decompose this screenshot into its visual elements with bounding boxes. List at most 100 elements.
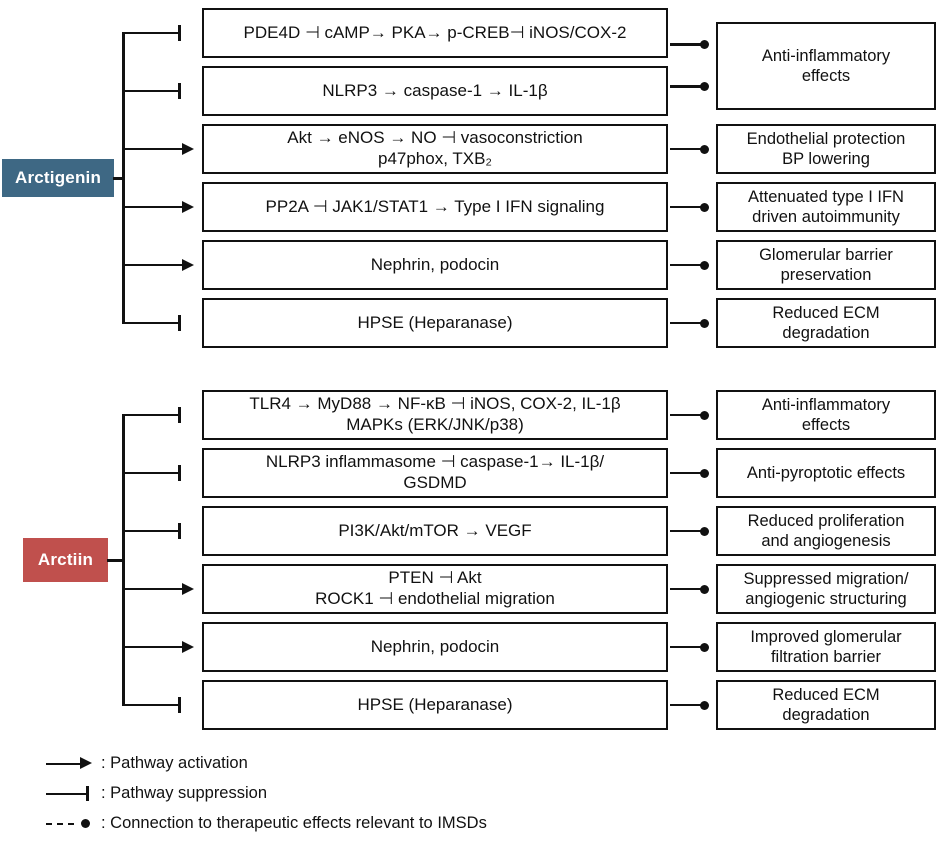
legend-label: : Connection to therapeutic effects rele… xyxy=(101,814,487,832)
pathway-connector xyxy=(122,638,194,656)
pathway-text: Nephrin, podocin xyxy=(370,254,500,274)
bracket-stub xyxy=(107,559,124,562)
pathway-text: NLRP3 inflammasome ⊣ caspase-1→ IL-1β/ xyxy=(265,452,605,472)
bracket-vertical-line xyxy=(122,33,125,323)
effect-box: Anti-inflammatory effects xyxy=(716,390,936,440)
activation-arrow-icon xyxy=(46,756,93,772)
effect-text: Anti-pyroptotic effects xyxy=(746,463,906,482)
suppression-tbar-icon xyxy=(46,786,93,802)
pathway-row: PDE4D ⊣ cAMP→ PKA→ p-CREB⊣ iNOS/COX-2 xyxy=(0,8,941,58)
effect-connector-dot xyxy=(670,584,709,594)
pathway-box: PTEN ⊣ Akt ROCK1 ⊣ endothelial migration xyxy=(202,564,668,614)
effect-box: Anti-pyroptotic effects xyxy=(716,448,936,498)
effect-box: Reduced ECM degradation xyxy=(716,680,936,730)
effect-text: Anti-inflammatory xyxy=(761,395,891,414)
pathway-text: Akt → eNOS → NO ⊣ vasoconstriction xyxy=(287,128,583,148)
pathway-row: HPSE (Heparanase) Reduced ECM degradatio… xyxy=(0,298,941,348)
pathway-row: PP2A ⊣ JAK1/STAT1 → Type I IFN signaling… xyxy=(0,182,941,232)
effect-text: effects xyxy=(801,416,851,434)
pathway-connector xyxy=(122,256,194,274)
effect-connector-dot xyxy=(670,410,709,420)
pathway-text: PTEN ⊣ Akt xyxy=(388,568,482,588)
pathway-text: MAPKs (ERK/JNK/p38) xyxy=(346,415,524,434)
effect-box: Attenuated type I IFN driven autoimmunit… xyxy=(716,182,936,232)
effect-text: Reduced ECM xyxy=(772,685,880,704)
pathway-text: HPSE (Heparanase) xyxy=(357,312,513,332)
legend-row-suppression: : Pathway suppression xyxy=(46,784,941,803)
pathway-connector xyxy=(122,198,194,216)
legend-label: : Pathway activation xyxy=(101,754,248,772)
effect-text: BP lowering xyxy=(782,150,870,168)
pathway-row: Nephrin, podocin Glomerular barrier pres… xyxy=(0,240,941,290)
section-arctigenin: Arctigenin PDE4D ⊣ cAMP→ PKA→ p-CREB⊣ iN… xyxy=(0,8,941,348)
effect-box: Suppressed migration/ angiogenic structu… xyxy=(716,564,936,614)
effect-box: Endothelial protection BP lowering xyxy=(716,124,936,174)
pathway-box: PP2A ⊣ JAK1/STAT1 → Type I IFN signaling xyxy=(202,182,668,232)
effect-connector-dot xyxy=(670,700,709,710)
effect-text: Suppressed migration/ xyxy=(743,569,909,588)
pathway-connector xyxy=(122,314,194,332)
effect-text: Reduced proliferation xyxy=(747,511,905,530)
effect-connector-dot xyxy=(670,260,709,270)
pathway-text: PP2A ⊣ JAK1/STAT1 → Type I IFN signaling xyxy=(265,196,605,216)
effect-text: driven autoimmunity xyxy=(752,208,900,226)
effect-box: Reduced ECM degradation xyxy=(716,298,936,348)
effect-box: Glomerular barrier preservation xyxy=(716,240,936,290)
effect-text: Reduced ECM xyxy=(772,303,880,322)
pathway-box: PDE4D ⊣ cAMP→ PKA→ p-CREB⊣ iNOS/COX-2 xyxy=(202,8,668,58)
pathway-text: PI3K/Akt/mTOR → VEGF xyxy=(338,520,532,540)
pathway-text: NLRP3 → caspase-1 → IL-1β xyxy=(322,80,548,100)
pathway-connector xyxy=(122,464,194,482)
pathway-connector xyxy=(122,82,194,100)
effect-connector-dot xyxy=(670,202,709,212)
pathway-connector xyxy=(122,24,194,42)
pathway-box: Nephrin, podocin xyxy=(202,622,668,672)
pathway-text: HPSE (Heparanase) xyxy=(357,694,513,714)
effect-text: Attenuated type I IFN xyxy=(748,187,904,206)
effect-text: preservation xyxy=(780,266,872,284)
effect-connector-dot xyxy=(670,82,709,91)
pathway-box: PI3K/Akt/mTOR → VEGF xyxy=(202,506,668,556)
pathway-text: Nephrin, podocin xyxy=(370,636,500,656)
effect-connector-dot xyxy=(670,318,709,328)
pathway-connector xyxy=(122,140,194,158)
pathway-connector xyxy=(122,696,194,714)
pathway-row: Nephrin, podocin Improved glomerular fil… xyxy=(0,622,941,672)
effect-connector-dot xyxy=(670,468,709,478)
pathway-row: NLRP3 → caspase-1 → IL-1β xyxy=(0,66,941,116)
pathway-box: HPSE (Heparanase) xyxy=(202,298,668,348)
bracket-vertical-line xyxy=(122,415,125,705)
arctiin-label-box: Arctiin xyxy=(23,538,108,582)
effect-text: filtration barrier xyxy=(770,648,882,666)
legend-label: : Pathway suppression xyxy=(101,784,268,802)
arctigenin-label-box: Arctigenin xyxy=(2,159,114,197)
effect-text: angiogenic structuring xyxy=(745,590,907,608)
effect-box: Anti-inflammatory effects xyxy=(716,22,936,110)
pathway-text: GSDMD xyxy=(403,473,467,492)
legend: : Pathway activation : Pathway suppressi… xyxy=(46,754,941,833)
legend-row-connection: : Connection to therapeutic effects rele… xyxy=(46,814,941,833)
pathway-text: ROCK1 ⊣ endothelial migration xyxy=(315,589,555,608)
bracket-stub xyxy=(113,177,124,180)
connection-dashed-dot-icon xyxy=(46,816,93,832)
effect-connector-dot xyxy=(670,40,709,49)
effect-text: Anti-inflammatory xyxy=(761,46,891,65)
effect-text: effects xyxy=(801,67,851,85)
effect-box: Improved glomerular filtration barrier xyxy=(716,622,936,672)
effect-connector-dot xyxy=(670,642,709,652)
legend-row-activation: : Pathway activation xyxy=(46,754,941,773)
pathway-box: HPSE (Heparanase) xyxy=(202,680,668,730)
pathway-text: TLR4 → MyD88 → NF-κB ⊣ iNOS, COX-2, IL-1… xyxy=(249,394,621,414)
pathway-row: HPSE (Heparanase) Reduced ECM degradatio… xyxy=(0,680,941,730)
pathway-row: NLRP3 inflammasome ⊣ caspase-1→ IL-1β/ G… xyxy=(0,448,941,498)
pathway-connector xyxy=(122,406,194,424)
pathway-row: PI3K/Akt/mTOR → VEGF Reduced proliferati… xyxy=(0,506,941,556)
pathway-box: Akt → eNOS → NO ⊣ vasoconstriction p47ph… xyxy=(202,124,668,174)
effect-text: Glomerular barrier xyxy=(759,245,893,264)
effect-connector-dot xyxy=(670,144,709,154)
effect-text: Endothelial protection xyxy=(746,129,906,148)
pathway-connector xyxy=(122,522,194,540)
effect-connector-dot xyxy=(670,526,709,536)
pathway-box: NLRP3 inflammasome ⊣ caspase-1→ IL-1β/ G… xyxy=(202,448,668,498)
section-arctiin: Arctiin TLR4 → MyD88 → NF-κB ⊣ iNOS, COX… xyxy=(0,390,941,730)
